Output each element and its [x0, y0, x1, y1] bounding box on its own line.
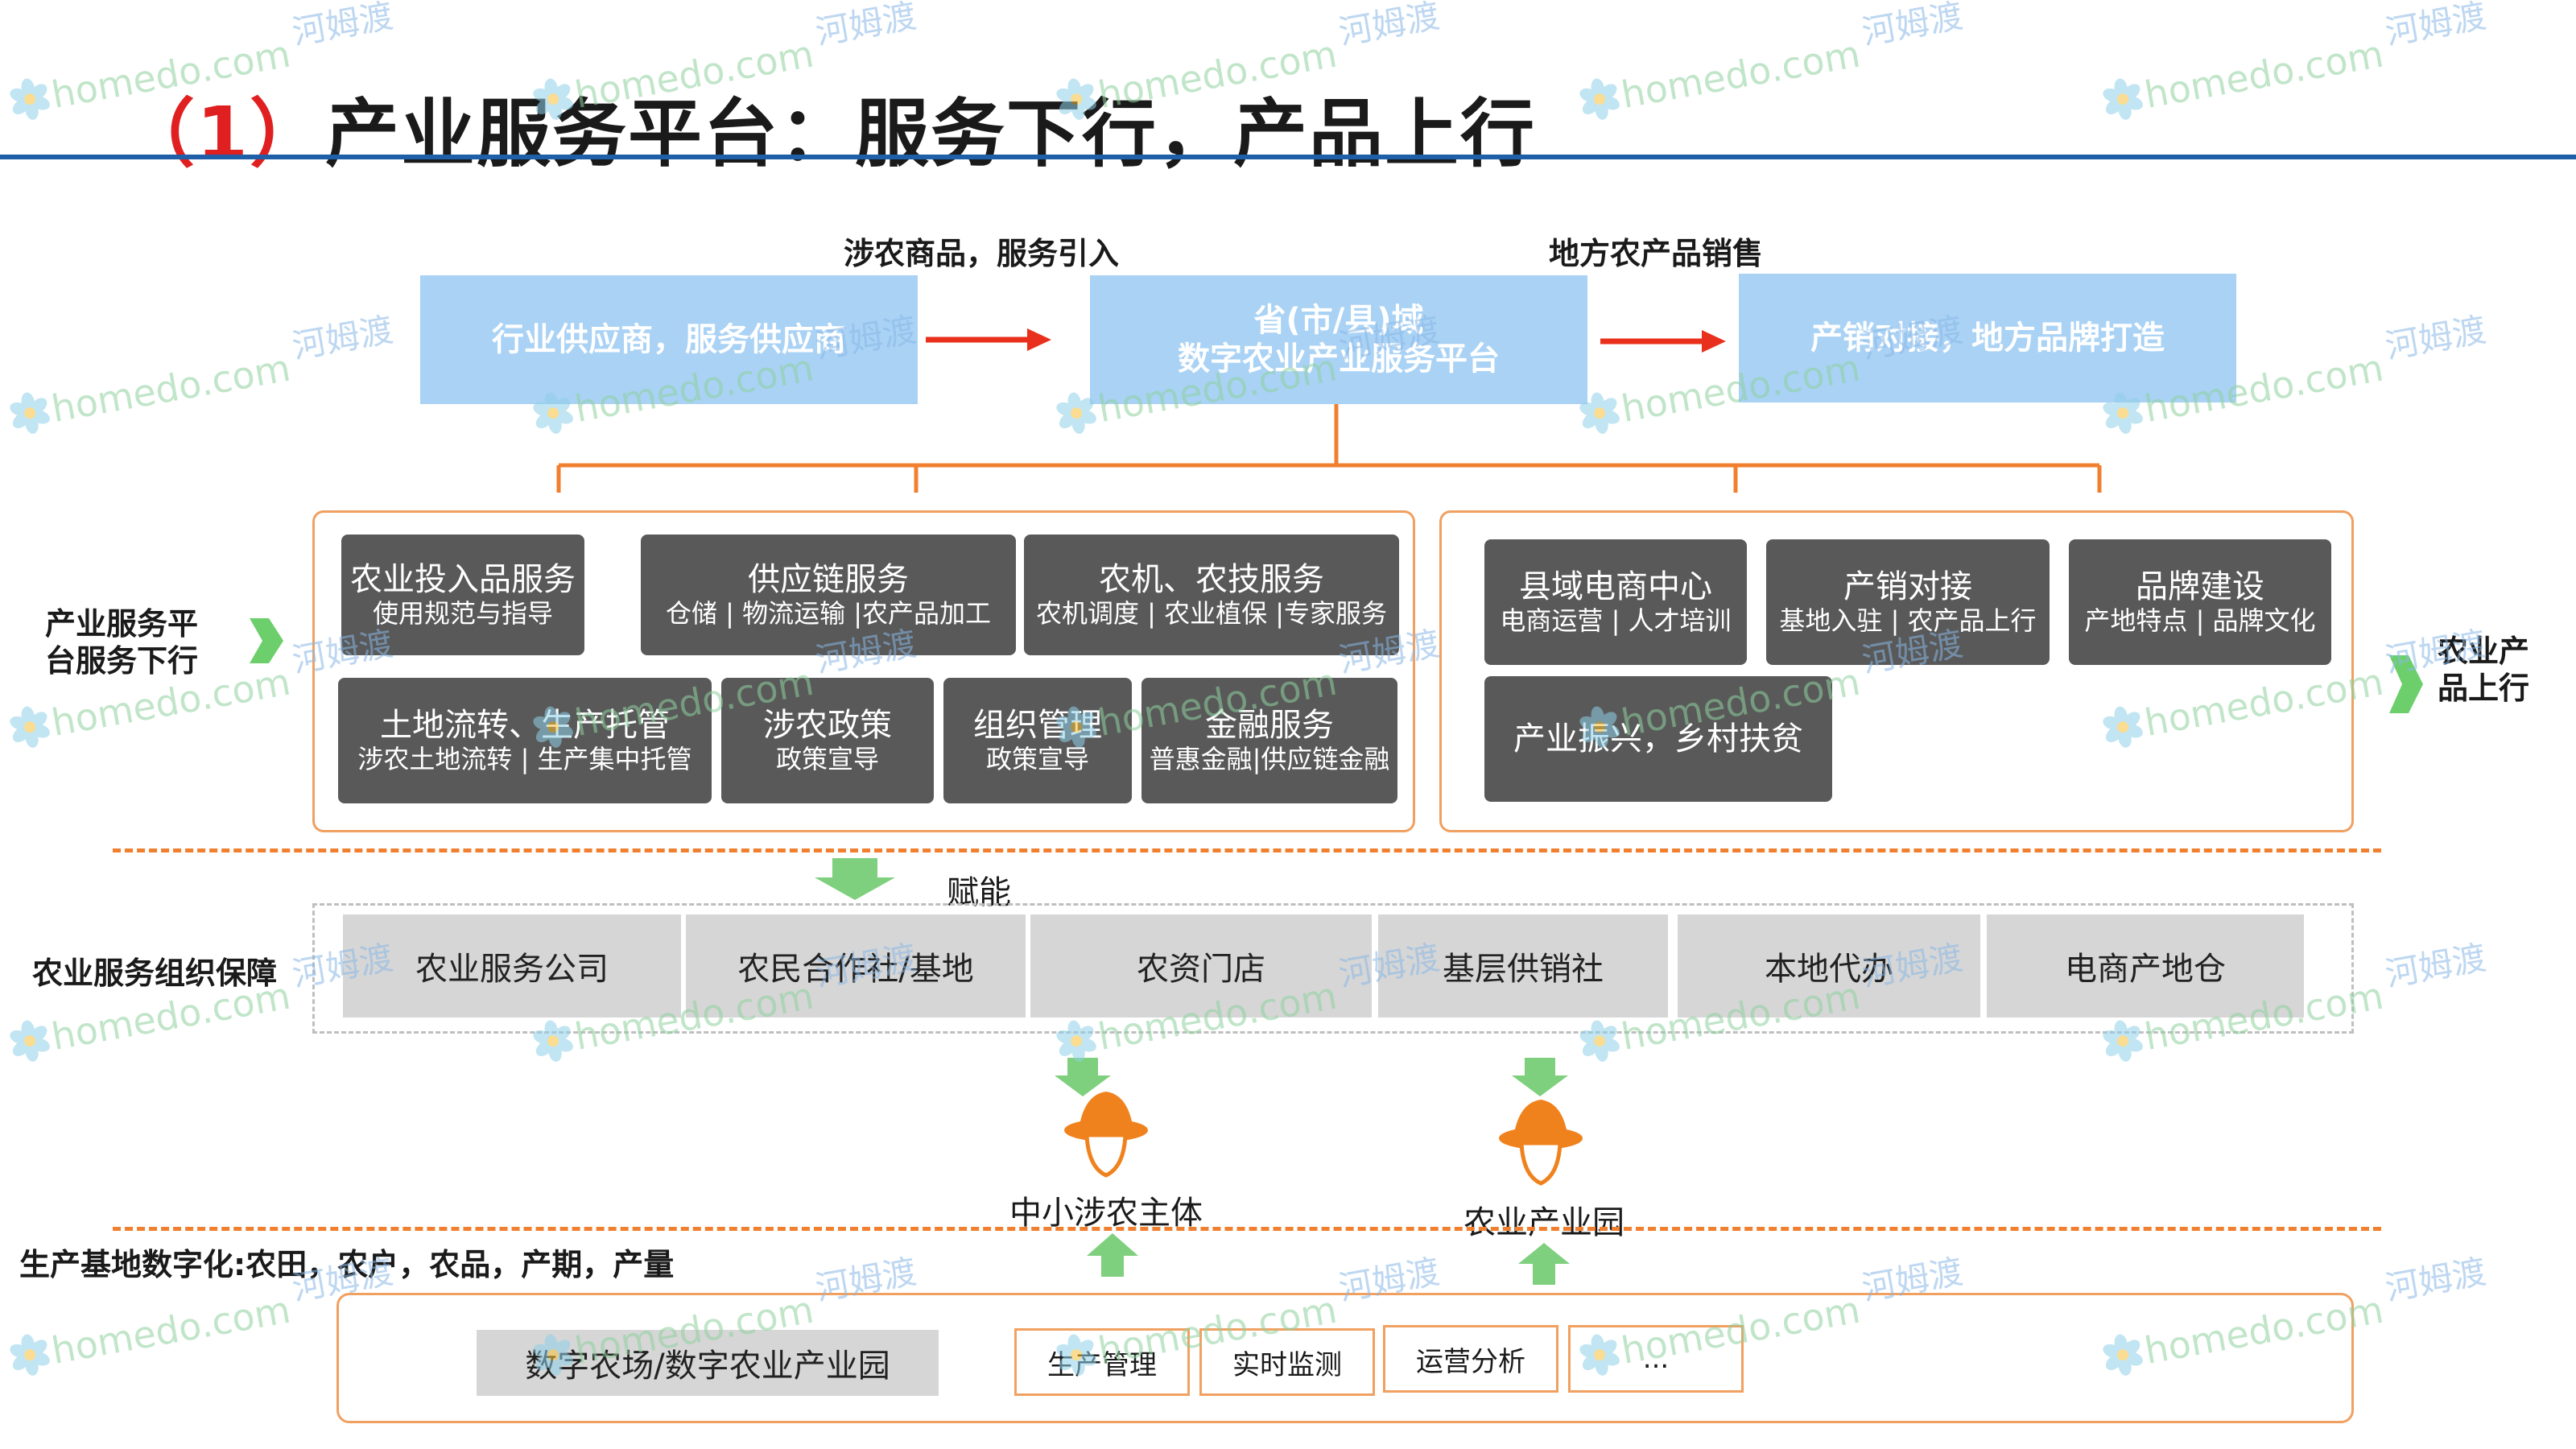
brand-box: 产销对接，地方品牌打造 [1739, 274, 2236, 402]
service-title: 品牌建设 [2136, 568, 2264, 605]
platform-branch-connector [556, 404, 2102, 493]
service-title: 农业投入品服务 [350, 561, 576, 598]
service-detail: 仓储 | 物流运输 |农产品加工 [665, 598, 992, 629]
service-title: 产销对接 [1843, 568, 1972, 605]
service-detail: 农机调度 | 农业植保 |专家服务 [1035, 598, 1388, 629]
service-title: 农机、农技服务 [1099, 561, 1324, 598]
service-title: 土地流转、生产托管 [380, 707, 670, 744]
downstream-services-panel [312, 510, 1415, 832]
org-unit: 本地代办 [1678, 914, 1980, 1018]
digital-farm-box: 数字农场/数字农业产业园 [477, 1330, 939, 1396]
service-title: 产业振兴，乡村扶贫 [1513, 720, 1803, 758]
service-card: 农业投入品服务 使用规范与指导 [341, 535, 584, 655]
side-label-line: 品上行 [2438, 671, 2530, 706]
green-up-arrow [1087, 1233, 1138, 1277]
section-divider [113, 1227, 2381, 1231]
service-detail: 普惠金融|供应链金融 [1149, 744, 1390, 774]
side-label-line: 农业产 [2438, 634, 2530, 669]
service-card: 涉农政策 政策宣导 [721, 678, 934, 803]
org-unit: 基层供销社 [1378, 914, 1668, 1018]
service-card: 供应链服务 仓储 | 物流运输 |农产品加工 [641, 535, 1016, 655]
service-card: 产业振兴，乡村扶贫 [1484, 676, 1832, 802]
side-label-base: 生产基地数字化:农田，农户，农品，产期，产量 [19, 1247, 675, 1282]
side-label-line: 产业服务平 [45, 606, 199, 642]
org-unit: 农资门店 [1030, 914, 1372, 1018]
service-title: 涉农政策 [763, 707, 892, 744]
tool-box: 实时监测 [1199, 1328, 1375, 1396]
title-number: （1） [121, 91, 326, 177]
red-right-arrow [1600, 330, 1726, 353]
green-down-arrow [1512, 1058, 1568, 1096]
service-card: 品牌建设 产地特点 | 品牌文化 [2069, 539, 2331, 665]
service-detail: 产地特点 | 品牌文化 [2084, 605, 2316, 636]
upstream-services-panel [1439, 510, 2354, 832]
side-label-org: 农业服务组织保障 [32, 956, 278, 991]
title-underline [0, 155, 2576, 159]
actor-label: 中小涉农主体 [1009, 1195, 1203, 1232]
tool-box: ... [1568, 1325, 1744, 1393]
service-card: 产销对接 基地入驻 | 农产品上行 [1766, 539, 2050, 665]
service-title: 县域电商中心 [1519, 568, 1712, 605]
service-title: 金融服务 [1205, 707, 1334, 744]
service-detail: 使用规范与指导 [372, 598, 553, 629]
green-up-arrow [1518, 1243, 1570, 1285]
side-label-downstream: 产业服务平 台服务下行 [45, 605, 198, 679]
service-card: 组织管理 政策宣导 [943, 678, 1132, 803]
service-card: 农机、农技服务 农机调度 | 农业植保 |专家服务 [1024, 535, 1399, 655]
platform-box: 省(市/县)域 数字农业产业服务平台 [1090, 275, 1587, 404]
title-text: 产业服务平台：服务下行，产品上行 [325, 91, 1537, 177]
service-detail: 涉农土地流转 | 生产集中托管 [357, 744, 692, 774]
green-right-arrow [250, 618, 283, 663]
service-detail: 政策宣导 [775, 744, 879, 774]
service-detail: 政策宣导 [985, 744, 1089, 774]
org-unit: 电商产地仓 [1987, 914, 2304, 1018]
service-card: 土地流转、生产托管 涉农土地流转 | 生产集中托管 [338, 678, 712, 803]
side-label-line: 台服务下行 [45, 643, 199, 679]
green-down-arrow [815, 858, 895, 900]
label-services-in: 涉农商品，服务引入 [844, 236, 1120, 271]
supplier-box: 行业供应商，服务供应商 [420, 275, 918, 404]
org-unit: 农民合作社/基地 [686, 914, 1026, 1018]
platform-box-line2: 数字农业产业服务平台 [1178, 341, 1500, 378]
actor-label: 农业产业园 [1463, 1204, 1624, 1241]
service-title: 供应链服务 [748, 561, 909, 598]
section-divider [113, 848, 2381, 852]
service-card: 金融服务 普惠金融|供应链金融 [1141, 678, 1397, 803]
person-hat-icon [1064, 1092, 1148, 1178]
label-local-sales: 地方农产品销售 [1549, 236, 1764, 271]
brand-box-label: 产销对接，地方品牌打造 [1810, 320, 2165, 357]
tool-box: 运营分析 [1383, 1325, 1558, 1393]
side-label-upstream: 农业产 品上行 [2438, 633, 2529, 707]
supplier-box-label: 行业供应商，服务供应商 [492, 321, 846, 358]
platform-box-line1: 省(市/县)域 [1253, 302, 1424, 339]
service-card: 县域电商中心 电商运营 | 人才培训 [1484, 539, 1747, 665]
green-right-arrow [2389, 655, 2423, 713]
service-detail: 基地入驻 | 农产品上行 [1779, 605, 2037, 636]
org-units-frame [312, 903, 2354, 1034]
service-detail: 电商运营 | 人才培训 [1500, 605, 1732, 636]
green-down-arrow [1055, 1058, 1111, 1096]
tool-box: 生产管理 [1014, 1328, 1190, 1396]
org-unit: 农业服务公司 [343, 914, 681, 1018]
page-title: （1）产业服务平台：服务下行，产品上行 [121, 74, 1536, 181]
person-hat-icon [1499, 1100, 1583, 1186]
red-right-arrow [926, 328, 1051, 351]
base-digitization-panel [336, 1293, 2354, 1423]
